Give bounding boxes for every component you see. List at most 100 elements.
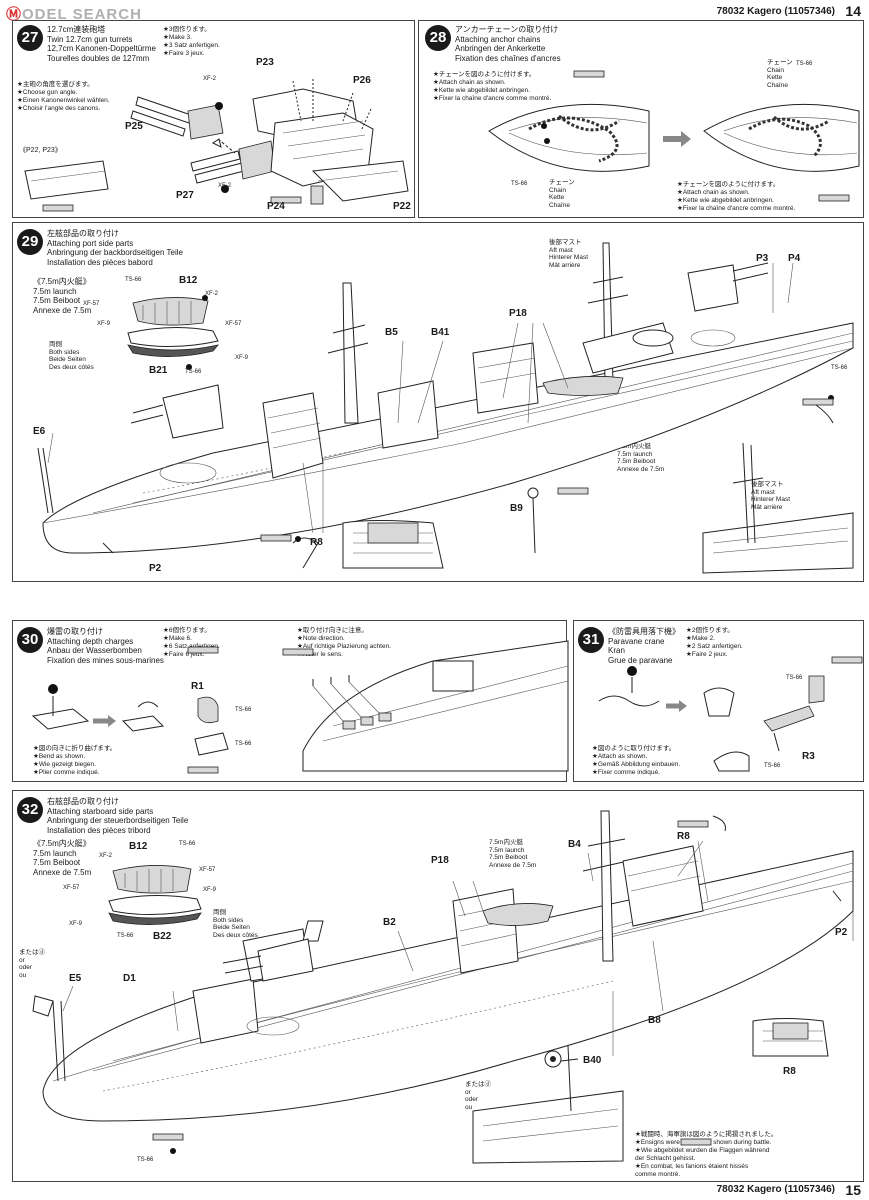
step-27-make-note: ★3個作ります。★Make 3.★3 Satz anfertigen.★Fair… [163,26,220,57]
paint-XF-9-32b: XF-9 [69,921,83,927]
paint-TS-66-29b: TS-66 [185,369,202,375]
top-code: 78032 Kagero (11057346) [716,6,835,17]
part-E5: E5 [69,973,82,984]
paint-TS-66-a: TS-66 [796,61,813,67]
step-27-drawing [24,79,409,212]
step-28-note-1: ★チェーンを図のように付けます。★Attach chain as shown.★… [433,71,552,102]
paint-TS-66-29a: TS-66 [125,277,142,283]
bottom-code: 78032 Kagero (11057346) [716,1184,835,1195]
part-B21: B21 [149,365,168,376]
paint-TS-66-32b: TS-66 [117,933,134,939]
part-E6: E6 [33,426,46,437]
part-P25: P25 [125,121,143,132]
part-B2: B2 [383,917,396,928]
part-P27: P27 [176,190,194,201]
part-R3: R3 [802,751,815,762]
step-27-angle-note: ★主砲の角度を選びます。★Choose gun angle.★Einen Kan… [17,81,110,112]
step-31-attach-note: ★図のように取り付けます。★Attach as shown.★Gemäß Abb… [592,745,681,776]
part-P24: P24 [267,201,285,212]
part-B41: B41 [431,327,450,338]
part-P4: P4 [788,253,801,264]
part-P26: P26 [353,75,371,86]
part-R1: R1 [191,681,204,692]
watermark-logo: ⓂODEL SEARCH [6,6,142,23]
step-28-number: 28 [425,25,451,51]
paint-TS-66-31b: TS-66 [764,763,781,769]
part-P18: P18 [509,308,527,319]
step-28-note-2: ★チェーンを図のように付けます。★Attach chain as shown.★… [677,181,796,212]
part-P18-32: P18 [431,855,449,866]
paint-XF-2-b: XF-2 [218,183,232,189]
part-B4: B4 [568,839,581,850]
step-28-drawing [488,70,860,202]
step-31-make-note: ★2個作ります。★Make 2.★2 Satz anfertigen.★Fair… [686,627,743,658]
step-31-drawing [598,656,863,772]
step-30-drawing [31,640,569,774]
step-30-direction-note: ★取り付け向きに注意。★Note direction.★Auf richtige… [297,627,391,658]
step-30-make-note: ★6個作ります。★Make 6.★6 Satz anfertigen.★Fair… [163,627,220,658]
paint-TS-66-31a: TS-66 [786,675,803,681]
paint-TS-66-30b: TS-66 [235,741,252,747]
step-27-number: 27 [17,25,43,51]
paint-TS-66-32a: TS-66 [179,841,196,847]
step-30-number: 30 [17,627,43,653]
paint-TS-66-30a: TS-66 [235,707,252,713]
part-B12-32: B12 [129,841,148,852]
bottom-page-number: 15 [845,1182,861,1198]
part-R8-32b: R8 [783,1066,796,1077]
part-P22: P22 [393,201,411,212]
part-B5: B5 [385,327,398,338]
paint-XF-57-29a: XF-57 [83,301,100,307]
part-P3: P3 [756,253,769,264]
part-P23: P23 [256,57,274,68]
step-30-bend-note: ★図の向きに折り曲げます。★Bend as shown.★Wie gezeigt… [33,745,117,776]
top-page-number: 14 [845,3,861,19]
paint-TS-66-29c: TS-66 [831,365,848,371]
step-32-drawing [32,810,854,1164]
part-P2: P2 [149,563,162,574]
step-31-number: 31 [578,627,604,653]
paint-XF-9-32a: XF-9 [203,887,217,893]
step-29-drawing [37,242,854,574]
paint-XF-2-a: XF-2 [203,76,217,82]
paint-XF-9-29b: XF-9 [235,355,249,361]
step-32-number: 32 [17,797,43,823]
part-D1: D1 [123,973,136,984]
part-R8-32a: R8 [677,831,690,842]
step-27-sub-label: 《P22, P23》 [19,147,62,154]
paint-XF-57-32b: XF-57 [63,885,80,891]
paint-XF-2-32: XF-2 [99,853,113,859]
paint-XF-2-29: XF-2 [205,291,219,297]
part-B8: B8 [648,1015,661,1026]
step-29-number: 29 [17,229,43,255]
part-B9: B9 [510,503,523,514]
part-R8: R8 [310,537,323,548]
paint-XF-57-29b: XF-57 [225,321,242,327]
part-B40: B40 [583,1055,602,1066]
paint-TS-66-32c: TS-66 [137,1157,154,1163]
